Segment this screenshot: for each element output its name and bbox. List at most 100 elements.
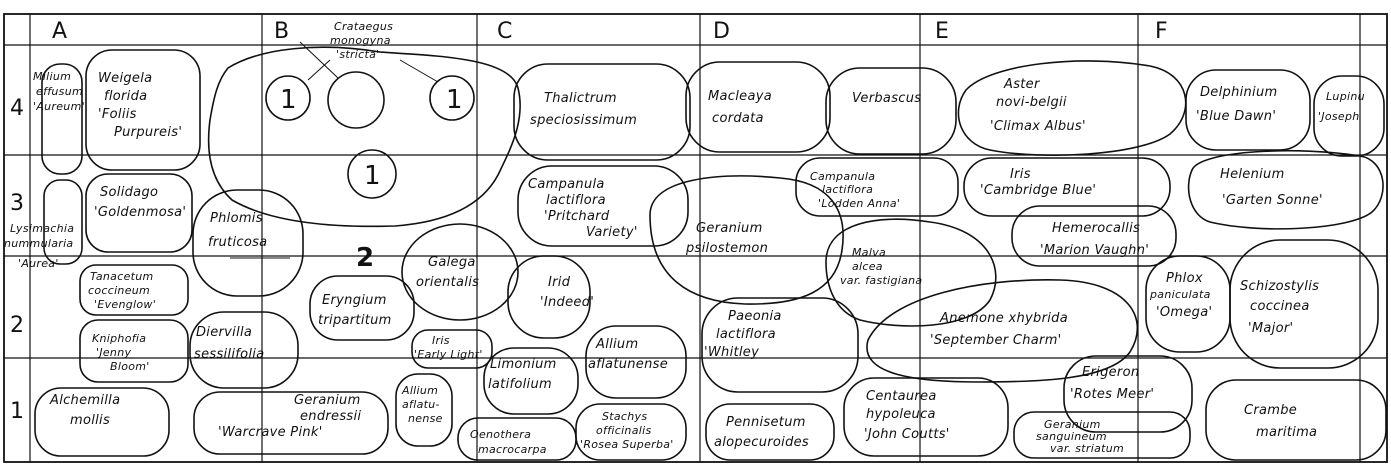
column-label-e: E — [935, 19, 949, 44]
label-campanula-lodden: Campanula lactiflora 'Lodden Anna' — [810, 170, 900, 210]
marker-1: 1 — [446, 85, 463, 115]
label-iris-early: Iris 'Early Light' — [414, 334, 483, 361]
bed-crambe — [1205, 379, 1387, 461]
bed-weigela — [85, 49, 201, 171]
label-anemone: Anemone xhybrida 'September Charm' — [930, 311, 1072, 348]
bed-outlines — [34, 46, 1387, 461]
label-allium-1: Allium aflatunense — [588, 337, 668, 372]
label-allium-2: Allium aflatu- nense — [401, 384, 444, 425]
bed-centaurea — [843, 377, 1009, 457]
label-aster: Aster novi-belgii 'Climax Albus' — [990, 77, 1086, 134]
bed-stachys — [575, 403, 687, 461]
label-schizostylis: Schizostylis coccinea 'Major' — [1240, 279, 1324, 336]
label-crataegus: Crataegus monogyna 'stricta' — [330, 20, 397, 61]
label-irid: Irid 'Indeed' — [540, 275, 594, 310]
bed-helenium — [1187, 149, 1384, 230]
label-alchemilla: Alchemilla mollis — [49, 393, 125, 428]
bed-campanula-pritchard — [517, 165, 689, 247]
plant-labels: Milium effusum 'Aureum' Weigela florida … — [4, 20, 1369, 456]
bed-campanula-lodden — [795, 157, 959, 217]
bed-iris-cambridge — [963, 157, 1171, 217]
bed-hemerocallis — [1011, 205, 1177, 267]
bed-geranium-endressii — [193, 391, 389, 455]
label-delphinium: Delphinium 'Blue Dawn' — [1196, 85, 1282, 124]
bed-kniphofia — [79, 319, 189, 383]
bed-solidago — [85, 173, 193, 253]
grid — [3, 13, 1388, 463]
circle-marker — [347, 149, 397, 199]
label-kniphofia: Kniphofia 'Jenny Bloom' — [92, 332, 150, 373]
bed-erigeron — [1063, 355, 1193, 433]
label-verbascum: Verbascus — [852, 91, 921, 106]
column-label-c: C — [497, 19, 512, 44]
bed-alchemilla — [34, 387, 170, 457]
bed-pennisetum — [705, 403, 835, 461]
column-label-a: A — [52, 19, 67, 44]
row-label-4: 4 — [10, 96, 24, 121]
row-label-2: 2 — [10, 313, 24, 338]
bed-milium — [41, 63, 83, 175]
label-macleaya: Macleaya cordata — [708, 89, 776, 126]
label-diervilla: Diervilla sessilifolia — [194, 325, 264, 362]
label-milium: Milium effusum 'Aureum' — [33, 70, 87, 113]
circle-marker — [265, 75, 311, 121]
label-solidago: Solidago 'Goldenmosa' — [94, 185, 186, 220]
circle-marker — [327, 71, 385, 129]
bed-eryngium — [309, 275, 415, 341]
bed-malva — [825, 218, 997, 327]
grid-crosses — [252, 145, 930, 257]
label-geranium-sanguineum: Geranium sanguineum var. striatum — [1036, 418, 1124, 455]
bed-phlomis — [192, 189, 304, 297]
bed-aster — [957, 60, 1187, 156]
bed-allium-1 — [585, 325, 687, 399]
label-eryngium: Eryngium tripartitum — [318, 293, 392, 328]
bed-diervilla — [189, 311, 299, 389]
label-tanacetum: Tanacetum coccineum 'Evenglow' — [88, 270, 157, 311]
bed-macleaya — [685, 61, 831, 153]
bed-oenothera — [457, 417, 577, 461]
bed-iris-early — [411, 329, 493, 369]
bed-schizostylis — [1229, 239, 1379, 369]
bed-paeonia — [701, 297, 859, 393]
label-geranium-psilostemon: Geranium psilostemon — [685, 221, 768, 256]
label-thalictrum: Thalictrum speciosissimum — [530, 91, 637, 128]
circle-marker — [429, 75, 475, 121]
bed-lysimachia — [43, 179, 83, 265]
label-helenium: Helenium 'Garten Sonne' — [1220, 167, 1323, 208]
label-lysimachia: Lysimachia nummularia 'Aurea' — [4, 222, 78, 270]
bed-galega — [401, 223, 519, 321]
bed-verbascum — [825, 67, 957, 155]
bed-lupinus — [1313, 75, 1385, 157]
marker-2: 2 — [356, 243, 374, 273]
bed-crataegus — [207, 46, 521, 228]
label-geranium-endressii: Geranium endressii 'Warcrave Pink' — [218, 393, 366, 440]
bed-delphinium — [1185, 69, 1311, 151]
column-label-b: B — [274, 19, 289, 44]
label-paeonia: Paeonia lactiflora 'Whitley — [704, 309, 786, 360]
bed-limonium — [483, 347, 579, 415]
label-centaurea: Centaurea hypoleuca 'John Coutts' — [864, 389, 950, 442]
leader-line — [299, 41, 339, 79]
label-phlox: Phlox paniculata 'Omega' — [1149, 271, 1215, 320]
leader-line — [307, 59, 331, 81]
bed-anemone — [866, 279, 1139, 383]
label-malva: Malva alcea var. fastigiana — [840, 246, 922, 287]
bed-allium-2 — [395, 373, 453, 447]
bed-thalictrum — [513, 63, 691, 161]
bed-geranium-psilostemon — [649, 175, 844, 305]
label-oenothera: Oenothera macrocarpa — [470, 428, 547, 456]
label-limonium: Limonium latifolium — [488, 357, 561, 392]
label-iris-cambridge: Iris 'Cambridge Blue' — [980, 167, 1096, 198]
row-label-1: 1 — [10, 399, 24, 424]
label-erigeron: Erigeron 'Rotes Meer' — [1070, 365, 1154, 402]
label-galega: Galega orientalis — [416, 255, 480, 290]
marker-1: 1 — [280, 85, 297, 115]
bed-tanacetum — [79, 264, 189, 316]
label-stachys: Stachys officinalis 'Rosea Superba' — [580, 410, 674, 451]
label-lupinus: Lupinu 'Joseph — [1318, 90, 1369, 123]
crataegus-positions — [230, 41, 475, 259]
label-weigela: Weigela florida 'Foliis Purpureis' — [98, 71, 182, 140]
bed-geranium-sanguineum — [1013, 411, 1191, 459]
label-crambe: Crambe maritima — [1244, 403, 1317, 440]
